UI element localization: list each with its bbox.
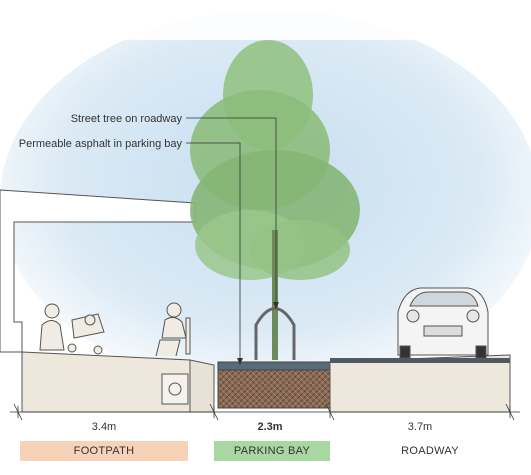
leader-street-tree [186, 117, 277, 302]
person-with-pram [39, 303, 105, 355]
callout-street-tree: Street tree on roadway [71, 113, 183, 125]
zone-parking-bay: PARKING BAY [214, 441, 330, 461]
leader-permeable-asphalt [186, 142, 241, 360]
car [397, 287, 489, 359]
dimension-footpath: 3.4m [92, 421, 116, 433]
dimension-parking-bay: 2.3m [257, 421, 282, 433]
zone-roadway: ROADWAY [350, 441, 510, 461]
dimension-roadway: 3.7m [408, 421, 432, 433]
street-tree [190, 40, 360, 360]
soil-layer [217, 369, 331, 409]
drainage-pit [161, 373, 189, 405]
roadway-surface [329, 354, 511, 413]
tree-guard [254, 307, 296, 360]
dimension-line [10, 403, 520, 421]
zone-footpath: FOOTPATH [20, 441, 188, 461]
permeable-asphalt-layer [217, 361, 331, 371]
person-on-bench [155, 302, 191, 357]
callout-permeable-asphalt: Permeable asphalt in parking bay [19, 138, 183, 150]
